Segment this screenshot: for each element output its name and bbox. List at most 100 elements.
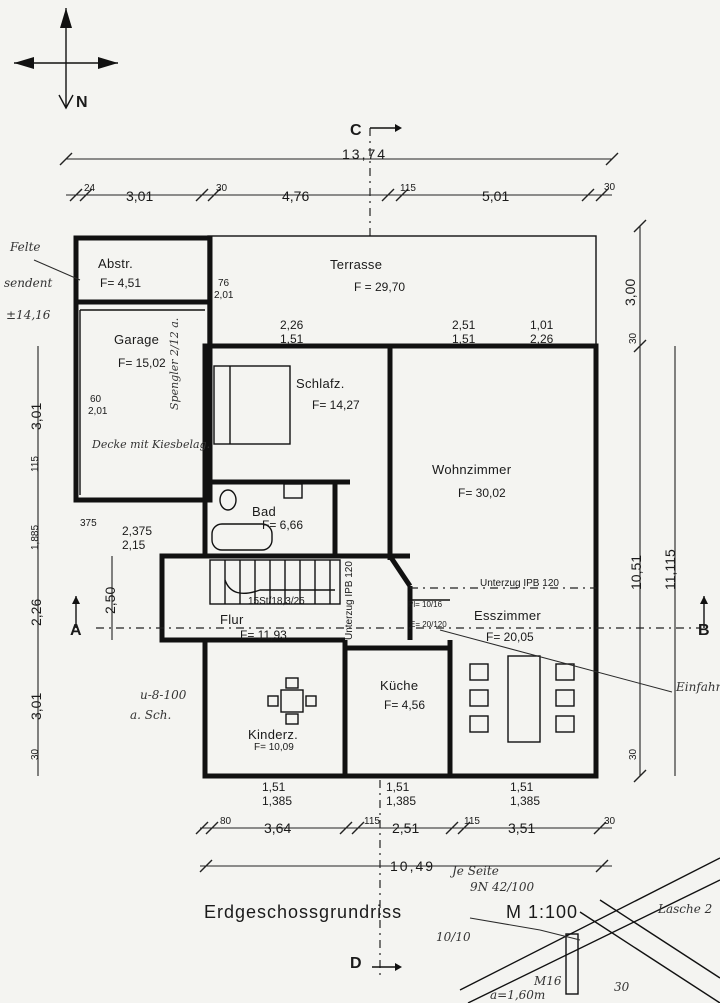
top-dim-seg-6: 5,01 bbox=[482, 188, 510, 204]
note-m16: M16 bbox=[534, 974, 562, 988]
room-abstr-area: F= 4,51 bbox=[100, 276, 142, 290]
opening-b1-width: 1,51 bbox=[262, 780, 286, 794]
room-bad-area: F= 6,66 bbox=[262, 518, 304, 532]
bottom-dim-seg-7: 30 bbox=[604, 816, 616, 827]
left-dim-f: 1,885 bbox=[30, 524, 41, 550]
note-angle: 30 bbox=[614, 980, 630, 994]
left-dim-a: 3,01 bbox=[28, 402, 44, 430]
bottom-dim-seg-3: 115 bbox=[364, 816, 380, 827]
note-lasche: Lasche 2 bbox=[658, 902, 713, 916]
top-overall-dimension: 13,74 bbox=[342, 146, 388, 162]
right-dim-d: 30 bbox=[628, 332, 639, 344]
bed-outline bbox=[213, 365, 291, 445]
section-c-label: C bbox=[350, 122, 362, 139]
right-dim-b: 10,51 bbox=[628, 554, 644, 590]
room-esszimmer-name: Esszimmer bbox=[474, 608, 541, 623]
opening-g1-width: 76 bbox=[218, 278, 230, 289]
note-decke: Decke mit Kiesbelag. bbox=[92, 438, 211, 451]
room-garage-area: F= 15,02 bbox=[118, 356, 166, 370]
north-label: N bbox=[76, 94, 88, 111]
opening-g1-height: 2,01 bbox=[214, 290, 234, 301]
note-spengler: Spengler 2/12 a. bbox=[168, 317, 181, 410]
note-einfahrt: Einfahrt bbox=[676, 680, 720, 694]
left-dim-g: 30 bbox=[30, 748, 41, 760]
right-dim-e: 30 bbox=[628, 748, 639, 760]
note-9n: 9N 42/100 bbox=[470, 880, 535, 894]
top-dim-seg-7: 30 bbox=[604, 182, 616, 193]
room-kinderz-area: F= 10,09 bbox=[254, 742, 294, 753]
drawing-scale: M 1:100 bbox=[506, 902, 579, 922]
room-wohnzimmer-area: F= 30,02 bbox=[458, 486, 506, 500]
bottom-dim-seg-1: 80 bbox=[220, 816, 232, 827]
bottom-dim-seg-5: 115 bbox=[464, 816, 480, 827]
room-terrasse-area: F = 29,70 bbox=[354, 280, 406, 294]
room-esszimmer-area: F= 20,05 bbox=[486, 630, 534, 644]
note-spacing: a=1,60m bbox=[490, 988, 546, 1002]
room-kueche-name: Küche bbox=[380, 678, 419, 693]
opening-t1-height: 1,51 bbox=[280, 332, 304, 346]
dining-table bbox=[469, 655, 575, 743]
stairs-beam-label: Unterzug IPB 120 bbox=[344, 561, 355, 640]
room-bad-name: Bad bbox=[252, 504, 277, 519]
unterzug-label: Unterzug IPB 120 bbox=[480, 578, 559, 589]
section-a-label: A bbox=[70, 622, 82, 639]
bottom-dim-seg-6: 3,51 bbox=[508, 820, 536, 836]
opening-l1-height: 2,15 bbox=[122, 538, 146, 552]
opening-b1-height: 1,385 bbox=[262, 794, 293, 808]
stairs-spec: 15St/18,3/25 bbox=[248, 596, 305, 607]
top-dim-seg-2: 3,01 bbox=[126, 188, 154, 204]
note-felte: Felte bbox=[10, 240, 41, 254]
room-flur-area: F= 11,93 bbox=[240, 628, 287, 642]
opening-g2-height: 2,01 bbox=[88, 406, 108, 417]
left-dim-b: 2,50 bbox=[102, 586, 118, 614]
childrens-table bbox=[267, 677, 317, 725]
note-height: ±14,16 bbox=[6, 308, 51, 322]
opening-t2-width: 2,51 bbox=[452, 318, 476, 332]
room-flur-name: Flur bbox=[220, 612, 244, 627]
roof-detail-sketch bbox=[459, 857, 720, 1003]
top-dim-seg-1: 24 bbox=[84, 183, 96, 194]
bottom-dim-seg-4: 2,51 bbox=[392, 820, 420, 836]
note-u8: u-8-100 bbox=[140, 688, 187, 702]
right-dim-c: 11,115 bbox=[662, 549, 678, 590]
opening-b2-height: 1,385 bbox=[386, 794, 417, 808]
opening-t3-height: 2,26 bbox=[530, 332, 554, 346]
top-dim-seg-4: 4,76 bbox=[282, 188, 310, 204]
room-schlafz-name: Schlafz. bbox=[296, 376, 345, 391]
bottom-dim-seg-2: 3,64 bbox=[264, 820, 292, 836]
opening-g2-width: 60 bbox=[90, 394, 102, 405]
right-dim-a: 3,00 bbox=[622, 278, 638, 306]
opening-b2-width: 1,51 bbox=[386, 780, 410, 794]
room-garage-name: Garage bbox=[114, 332, 160, 347]
section-b-label: B bbox=[698, 622, 710, 639]
opening-t1-width: 2,26 bbox=[280, 318, 304, 332]
note-sendent: sendent bbox=[4, 276, 53, 290]
opening-l2: 375 bbox=[80, 518, 97, 529]
top-dim-seg-5: 115 bbox=[400, 183, 416, 194]
left-dim-e: 115 bbox=[30, 456, 41, 472]
north-arrow-icon bbox=[14, 8, 118, 110]
note-je-seite: Je Seite bbox=[452, 864, 499, 878]
left-dim-d: 3,01 bbox=[28, 692, 44, 720]
pl-label: Pl= 10/16 bbox=[408, 600, 443, 609]
left-dim-c: 2,26 bbox=[28, 598, 44, 626]
bathtub-outline bbox=[211, 523, 273, 551]
opening-t2-height: 1,51 bbox=[452, 332, 476, 346]
top-dim-seg-3: 30 bbox=[216, 183, 228, 194]
opening-l1-width: 2,375 bbox=[122, 524, 153, 538]
section-d-label: D bbox=[350, 955, 362, 972]
room-kueche-area: F= 4,56 bbox=[384, 698, 426, 712]
top-dimension-lines bbox=[59, 152, 619, 202]
drawing-title: Erdgeschossgrundriss bbox=[204, 902, 403, 922]
note-1010: 10/10 bbox=[436, 930, 471, 944]
note-asch: a. Sch. bbox=[130, 708, 172, 722]
bottom-overall-dimension: 10,49 bbox=[390, 858, 436, 874]
room-terrasse-name: Terrasse bbox=[330, 257, 383, 272]
room-wohnzimmer-name: Wohnzimmer bbox=[432, 462, 512, 477]
opening-b3-width: 1,51 bbox=[510, 780, 534, 794]
e-label: E= 20/120 bbox=[410, 620, 447, 629]
room-abstr-name: Abstr. bbox=[98, 256, 134, 271]
room-kinderz-name: Kinderz. bbox=[248, 727, 299, 742]
staircase bbox=[209, 559, 341, 605]
